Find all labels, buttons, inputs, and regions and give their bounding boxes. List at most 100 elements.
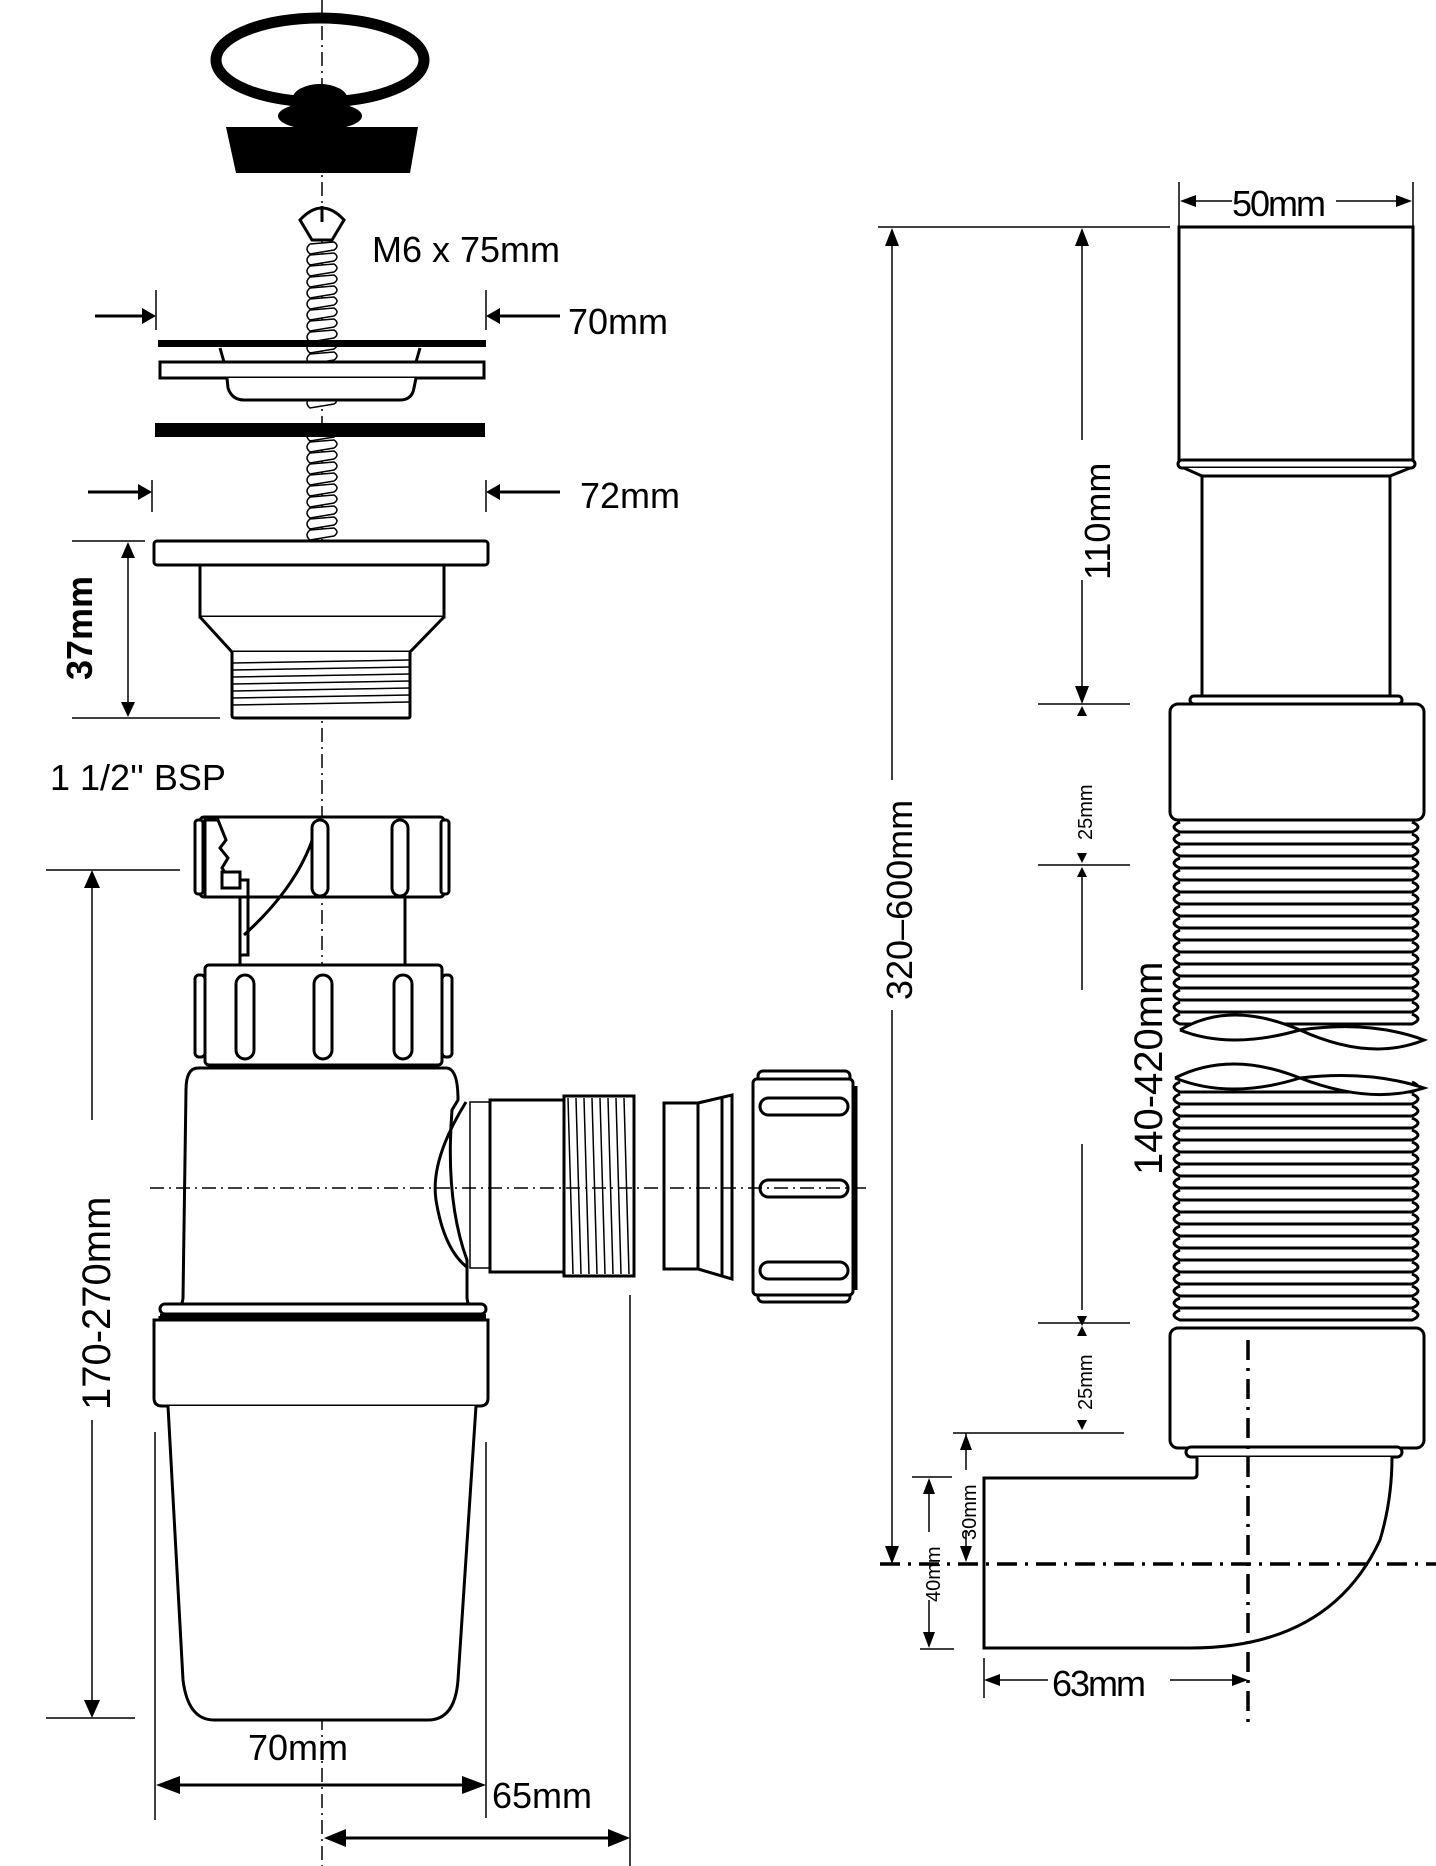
washer-width-label: 72mm (580, 475, 680, 516)
outlet-height-dimension (72, 540, 220, 719)
lower-connector-dimension (953, 1326, 1124, 1434)
top-pipe-length-label: 110mm (1077, 463, 1118, 580)
screw-thread (306, 318, 338, 332)
hose-rib (1172, 1176, 1420, 1190)
hose-rib (1172, 1152, 1420, 1166)
spigot-thread (575, 1097, 582, 1275)
screw-thread (306, 450, 338, 464)
elbow-bend (982, 1445, 1404, 1650)
spigot-thread (567, 1097, 574, 1275)
hose-rib (1172, 1236, 1420, 1250)
washer-width-dimension (88, 480, 560, 512)
outlet-nut (751, 1069, 858, 1304)
screw-thread (306, 285, 338, 299)
hose-rib (1172, 844, 1420, 858)
hose-length-dimension (1038, 1144, 1130, 1326)
hose-rib (1172, 1140, 1420, 1154)
hose-rib (1172, 1164, 1420, 1178)
outlet-spigot (433, 1094, 636, 1278)
hose-rib (1172, 988, 1420, 1002)
elbow-height-dimension (912, 1476, 954, 1650)
corrugated-hose (1172, 820, 1429, 1322)
elbow-reach-label: 63mm (1052, 1663, 1144, 1704)
total-length-dimension (878, 226, 1170, 1564)
bottle-width-dimension (154, 1432, 487, 1820)
screw-thread (306, 252, 338, 266)
rubber-plug (226, 127, 418, 173)
hose-rib (1172, 1188, 1420, 1202)
washer (155, 423, 485, 437)
screw-thread (306, 505, 338, 519)
pipe-diameter-label: 50mm (1232, 183, 1324, 224)
hose-rib (1172, 940, 1420, 954)
upper-connector-label: 25mm (1075, 784, 1097, 840)
outlet-thread (231, 694, 411, 699)
screw-label: M6 x 75mm (372, 229, 560, 270)
hose-rib (1172, 1000, 1420, 1014)
hose-rib (1172, 832, 1420, 846)
screw-thread (306, 439, 338, 453)
screw-thread (306, 274, 338, 288)
waste-outlet (152, 539, 490, 720)
screw-thread (306, 472, 338, 486)
screw-thread (306, 241, 338, 255)
bottle-width-label: 70mm (248, 1727, 348, 1768)
hose-rib (1172, 904, 1420, 918)
hose-rib (1172, 820, 1420, 834)
upper-union-nut (193, 815, 451, 965)
outlet-thread (231, 673, 411, 678)
hose-break-lower (1174, 1062, 1429, 1097)
elbow-rise-label: 30mm (959, 1484, 981, 1540)
grid-plate (158, 340, 486, 402)
elbow-reach-dimension (983, 1658, 1248, 1698)
screw-thread (306, 527, 338, 541)
trap-height-dimension (46, 869, 180, 1719)
hose-break-upper (1179, 1013, 1429, 1051)
upper-connector (1168, 702, 1426, 822)
lower-connector-label: 25mm (1075, 1354, 1097, 1410)
outlet-offset-label: 65mm (492, 1775, 592, 1816)
hose-rib (1172, 1128, 1420, 1142)
hose-length-label: 140-420mm (1127, 962, 1171, 1175)
hose-rib (1172, 856, 1420, 870)
outlet-thread (231, 666, 411, 671)
outlet-thread (231, 701, 411, 706)
screw-thread (306, 296, 338, 310)
thread-label: 1 1/2'' BSP (50, 757, 226, 798)
hose-rib (1172, 892, 1420, 906)
outlet-thread (231, 687, 411, 692)
screw-thread (306, 263, 338, 277)
hose-rib (1172, 1296, 1420, 1310)
screw-thread (306, 307, 338, 321)
grid-width-dimension (95, 290, 560, 330)
screw-thread (306, 483, 338, 497)
top-pipe-length-dimension (1038, 228, 1130, 705)
screw-thread (306, 494, 338, 508)
hose-rib (1172, 1308, 1420, 1322)
spigot-thread (591, 1097, 598, 1275)
hose-rib (1172, 1212, 1420, 1226)
hose-rib (1172, 1104, 1420, 1118)
upper-connector-dimension (1038, 706, 1130, 990)
hose-rib (1172, 1272, 1420, 1286)
hose-rib (1172, 1200, 1420, 1214)
screw-thread (306, 329, 338, 343)
spigot-thread (623, 1097, 630, 1275)
hose-rib (1172, 964, 1420, 978)
outlet-thread (231, 659, 411, 664)
pipe-diameter-dimension (1178, 182, 1414, 238)
hose-rib (1172, 1224, 1420, 1238)
hose-rib (1172, 928, 1420, 942)
spigot-thread (583, 1097, 590, 1275)
hose-rib (1172, 976, 1420, 990)
hose-rib (1172, 1248, 1420, 1262)
hose-rib (1172, 868, 1420, 882)
trap-height-label: 170-270mm (75, 1197, 119, 1410)
elbow-rise-dimension (960, 1433, 972, 1562)
outlet-offset-dimension (324, 1295, 631, 1866)
screw-thread (306, 516, 338, 530)
hose-rib (1172, 916, 1420, 930)
screw-thread (306, 461, 338, 475)
